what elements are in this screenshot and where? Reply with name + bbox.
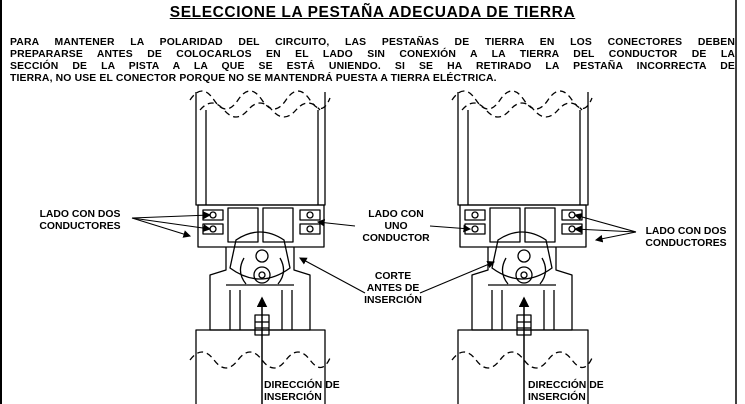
instruction-line-3: SECCIÓN DE LA PISTA A LA QUE SE ESTÁ UNI… <box>10 61 735 72</box>
label-cut-before-insertion: CORTE ANTES DE INSERCIÓN <box>364 271 422 306</box>
label-one-conductor: LADO CON UNO CONDUCTOR <box>362 209 430 244</box>
instruction-line-1: PARA MANTENER LA POLARIDAD DEL CIRCUITO,… <box>10 37 735 48</box>
leader-lines <box>131 211 637 294</box>
diagram-title: SELECCIONE LA PESTAÑA ADECUADA DE TIERRA <box>169 4 576 21</box>
label-insertion-direction-left: DIRECCIÓN DE INSERCIÓN <box>264 380 340 403</box>
label-right-two-conductors: LADO CON DOS CONDUCTORES <box>645 226 727 249</box>
label-insertion-direction-right: DIRECCIÓN DE INSERCIÓN <box>528 380 604 403</box>
left-connector <box>189 90 331 404</box>
right-connector <box>451 90 593 404</box>
instruction-line-4: TIERRA, NO USE EL CONECTOR PORQUE NO SE … <box>10 73 497 84</box>
label-left-two-conductors: LADO CON DOS CONDUCTORES <box>39 209 121 232</box>
instruction-line-2: PREPARARSE ANTES DE COLOCARLOS EN EL LAD… <box>10 49 735 60</box>
